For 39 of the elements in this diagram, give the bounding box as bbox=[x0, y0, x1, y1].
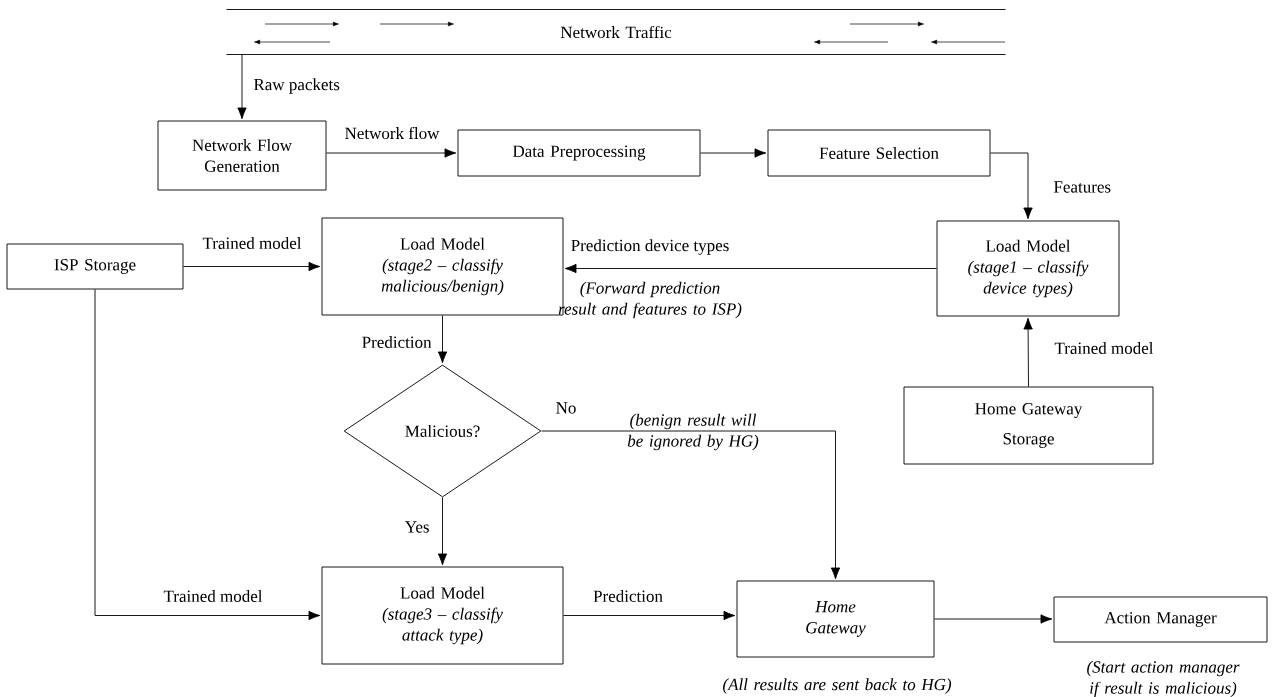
note-text: (Start action manager if result is malicious) bbox=[1087, 660, 1240, 697]
edge-label: Prediction bbox=[360, 335, 433, 349]
note-text: (benign result will be ignored by HG) bbox=[627, 413, 759, 451]
process-box: Network Flow Generation bbox=[157, 120, 327, 191]
node-label: Network Traffic bbox=[560, 25, 672, 39]
process-box: Feature Selection bbox=[767, 129, 991, 177]
arrow bbox=[94, 289, 321, 621]
storage-box: ISP Storage bbox=[6, 243, 184, 290]
storage-box: Home Gateway Storage bbox=[903, 386, 1154, 465]
arrow bbox=[326, 148, 457, 158]
edge-label: Trained model bbox=[1053, 341, 1155, 355]
edge-label: Raw packets bbox=[252, 77, 341, 95]
arrow bbox=[541, 430, 841, 580]
traffic-band: Network Traffic bbox=[226, 9, 1006, 55]
note-text: (Forward prediction result and features to ISP) bbox=[558, 281, 742, 319]
edge-label: Trained model bbox=[162, 589, 264, 603]
process-box: Data Preprocessing bbox=[457, 129, 701, 177]
arrow bbox=[990, 152, 1033, 220]
arrow bbox=[437, 315, 448, 364]
edge-label: Prediction bbox=[592, 589, 664, 603]
edge-label: Network flow bbox=[343, 125, 441, 141]
edge-label: Features bbox=[1052, 180, 1113, 194]
process-box: Load Model (stage3 – classify attack type) bbox=[321, 566, 564, 665]
edge-label: No bbox=[554, 401, 578, 415]
arrow bbox=[237, 54, 247, 120]
arrow bbox=[437, 497, 448, 566]
arrow bbox=[700, 148, 767, 158]
arrow bbox=[564, 263, 937, 274]
process-box: Action Manager bbox=[1053, 596, 1268, 643]
arrow bbox=[183, 261, 321, 272]
process-box: Load Model (stage1 – classify device types) bbox=[936, 220, 1120, 317]
edge-label: Prediction device types bbox=[569, 238, 731, 256]
arrow bbox=[1023, 317, 1033, 387]
edge-label: Yes bbox=[403, 520, 431, 534]
gateway-box: Home Gateway bbox=[736, 580, 935, 658]
arrow bbox=[563, 610, 736, 621]
edge-label: Trained model bbox=[201, 236, 303, 250]
note-text: (All results are sent back to HG) bbox=[723, 678, 952, 694]
arrow bbox=[934, 614, 1053, 624]
